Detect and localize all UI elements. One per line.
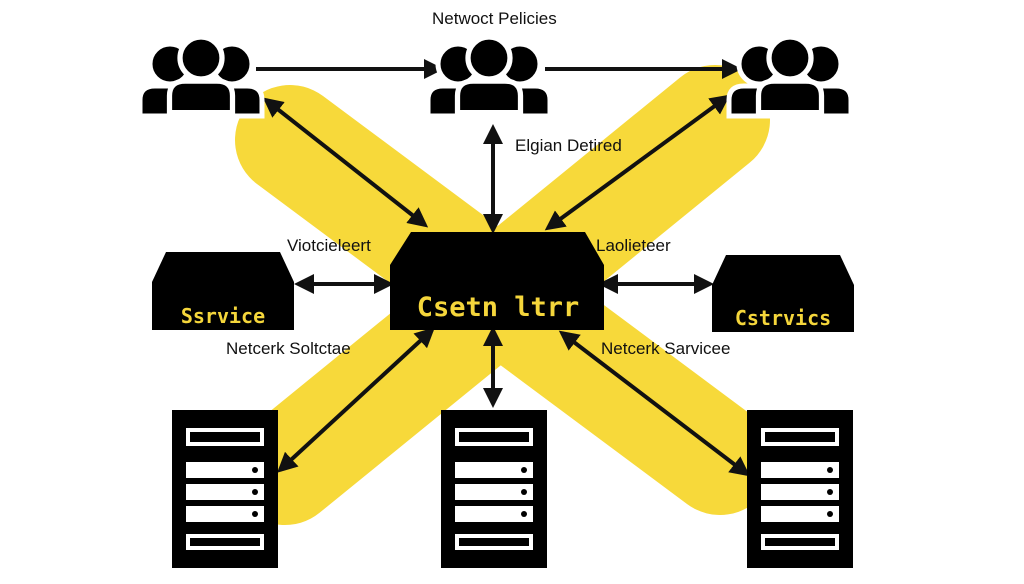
users-group-left-icon xyxy=(140,37,262,116)
label-laolieteer: Laolieteer xyxy=(596,236,671,255)
label-netcerk-soltctae: Netcerk Soltctae xyxy=(226,339,351,358)
controller-label: Csetn ltrr xyxy=(416,292,580,323)
users-group-center-icon xyxy=(428,37,550,116)
service-right-label: Cstrvics xyxy=(734,306,832,330)
label-netcerk-sarvicee: Netcerk Sarvicee xyxy=(601,339,731,358)
label-viotcieleert: Viotcieleert xyxy=(287,236,371,255)
server-right-icon xyxy=(747,410,853,568)
connections xyxy=(256,59,751,477)
server-center-icon xyxy=(441,410,547,568)
users-group-right-icon xyxy=(729,37,851,116)
label-network-policies: Netwoct Pelicies xyxy=(432,9,557,28)
arrow-controller-server-right xyxy=(558,330,751,477)
controller-device xyxy=(390,232,604,330)
arrow-users-left-controller xyxy=(262,97,429,228)
label-elgian-detired: Elgian Detired xyxy=(515,136,622,155)
arrow-controller-server-left xyxy=(277,327,435,473)
service-device-right xyxy=(712,255,854,332)
arrow-users-right-controller xyxy=(544,94,731,231)
service-left-label: Ssrvice xyxy=(180,304,266,328)
server-left-icon xyxy=(172,410,278,568)
service-device-left xyxy=(152,252,294,330)
